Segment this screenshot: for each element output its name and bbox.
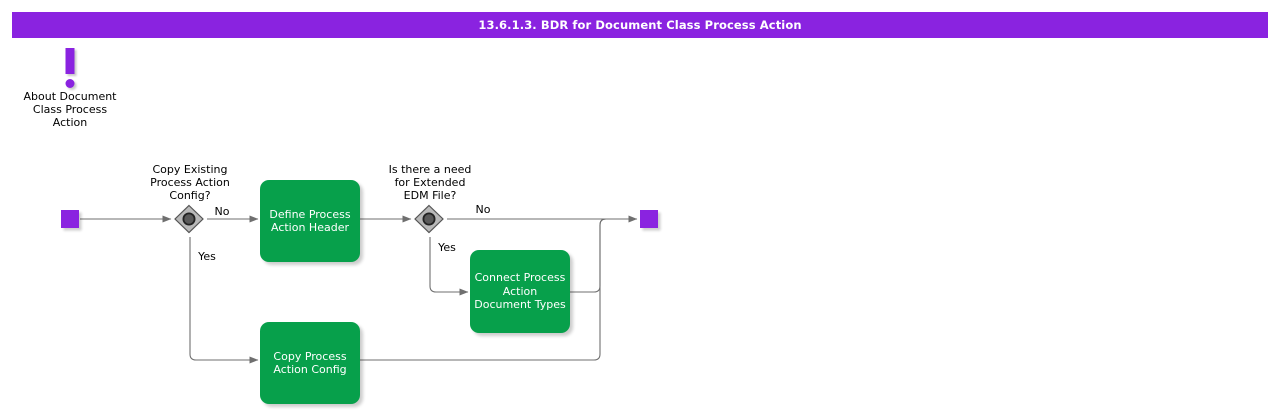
- edge-label-decision1-no: No: [214, 205, 230, 218]
- decision1-question-label: Copy Existing Process Action Config?: [150, 163, 230, 202]
- task-define-process-action-header[interactable]: Define Process Action Header: [260, 180, 360, 262]
- task-copy-process-action-config[interactable]: Copy Process Action Config: [260, 322, 360, 404]
- edge-label-decision2-no: No: [475, 203, 491, 216]
- task-connect-process-action-document-types[interactable]: Connect Process Action Document Types: [470, 250, 570, 333]
- start-node: [61, 210, 79, 228]
- note-label: About Document Class Process Action: [23, 90, 117, 129]
- edge-label-decision2-yes: Yes: [438, 241, 456, 254]
- edge-connect-to-end: [570, 218, 637, 293]
- decision-extended-edm-file[interactable]: [413, 203, 445, 235]
- exclamation-icon: [12, 48, 128, 90]
- edge-label-decision1-yes: Yes: [198, 250, 216, 263]
- end-node: [640, 210, 658, 228]
- title-bar: 13.6.1.3. BDR for Document Class Process…: [12, 12, 1268, 38]
- decision2-question-label: Is there a need for Extended EDM File?: [388, 163, 472, 202]
- exclamation-dot: [65, 79, 75, 88]
- note-about-document-class-process-action: About Document Class Process Action: [12, 48, 128, 129]
- page-title: 13.6.1.3. BDR for Document Class Process…: [478, 18, 802, 32]
- exclamation-bar: [65, 48, 75, 74]
- decision-copy-existing-config[interactable]: [173, 203, 205, 235]
